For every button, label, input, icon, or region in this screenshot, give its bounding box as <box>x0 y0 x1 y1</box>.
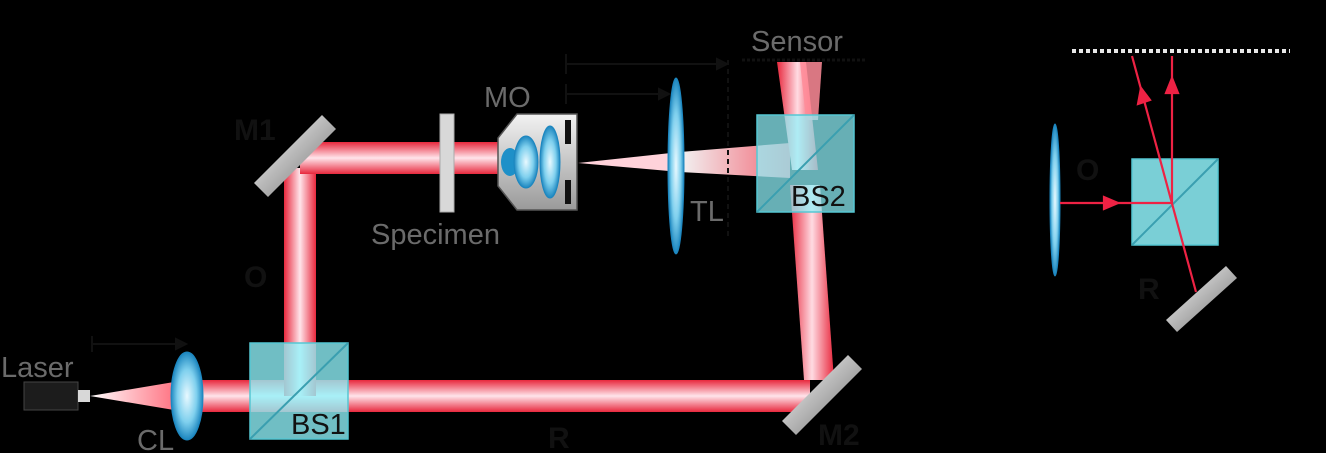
sensor-label: Sensor <box>751 26 843 58</box>
tl-distance-arrows <box>565 54 730 104</box>
m2-label: M2 <box>818 419 860 452</box>
inset-object-ray <box>1060 56 1180 211</box>
bs2-label: BS2 <box>791 181 846 213</box>
laser-label: Laser <box>1 352 74 384</box>
beam-reference-diagonal <box>790 185 834 380</box>
inset-object-label: O <box>1076 154 1099 187</box>
off-axis-inset: O R <box>1049 49 1290 332</box>
bs1-label: BS1 <box>291 409 346 441</box>
object-beam-label: O <box>244 261 267 294</box>
beam-object-cone <box>578 152 680 172</box>
laser-aperture <box>78 390 90 402</box>
inset-reference-ray <box>1130 55 1198 293</box>
beam-to-sensor-object <box>800 62 822 120</box>
beam-splitter-bs1 <box>249 342 349 440</box>
mirror-m1 <box>254 115 336 197</box>
mirror-m2 <box>782 355 862 435</box>
beam-object-horizontal <box>300 142 500 174</box>
specimen-label: Specimen <box>371 219 500 251</box>
inset-splitter-diagonal <box>1131 158 1219 246</box>
inset-lens <box>1049 123 1061 277</box>
cl-label: CL <box>137 425 174 453</box>
tl-label: TL <box>690 196 724 228</box>
specimen-slide <box>439 113 455 213</box>
cl-distance-arrow <box>91 336 189 352</box>
microscope-objective <box>497 113 578 211</box>
m1-label: M1 <box>234 114 276 147</box>
reference-beam-label: R <box>548 422 570 453</box>
collimating-lens <box>170 351 204 441</box>
inset-mirror <box>1166 266 1237 332</box>
laser-body <box>23 381 79 411</box>
laser-cone <box>90 381 180 411</box>
beam-splitter-bs2 <box>756 114 855 213</box>
inset-reference-label: R <box>1138 273 1160 306</box>
mo-label: MO <box>484 82 531 114</box>
tube-lens <box>667 77 685 255</box>
